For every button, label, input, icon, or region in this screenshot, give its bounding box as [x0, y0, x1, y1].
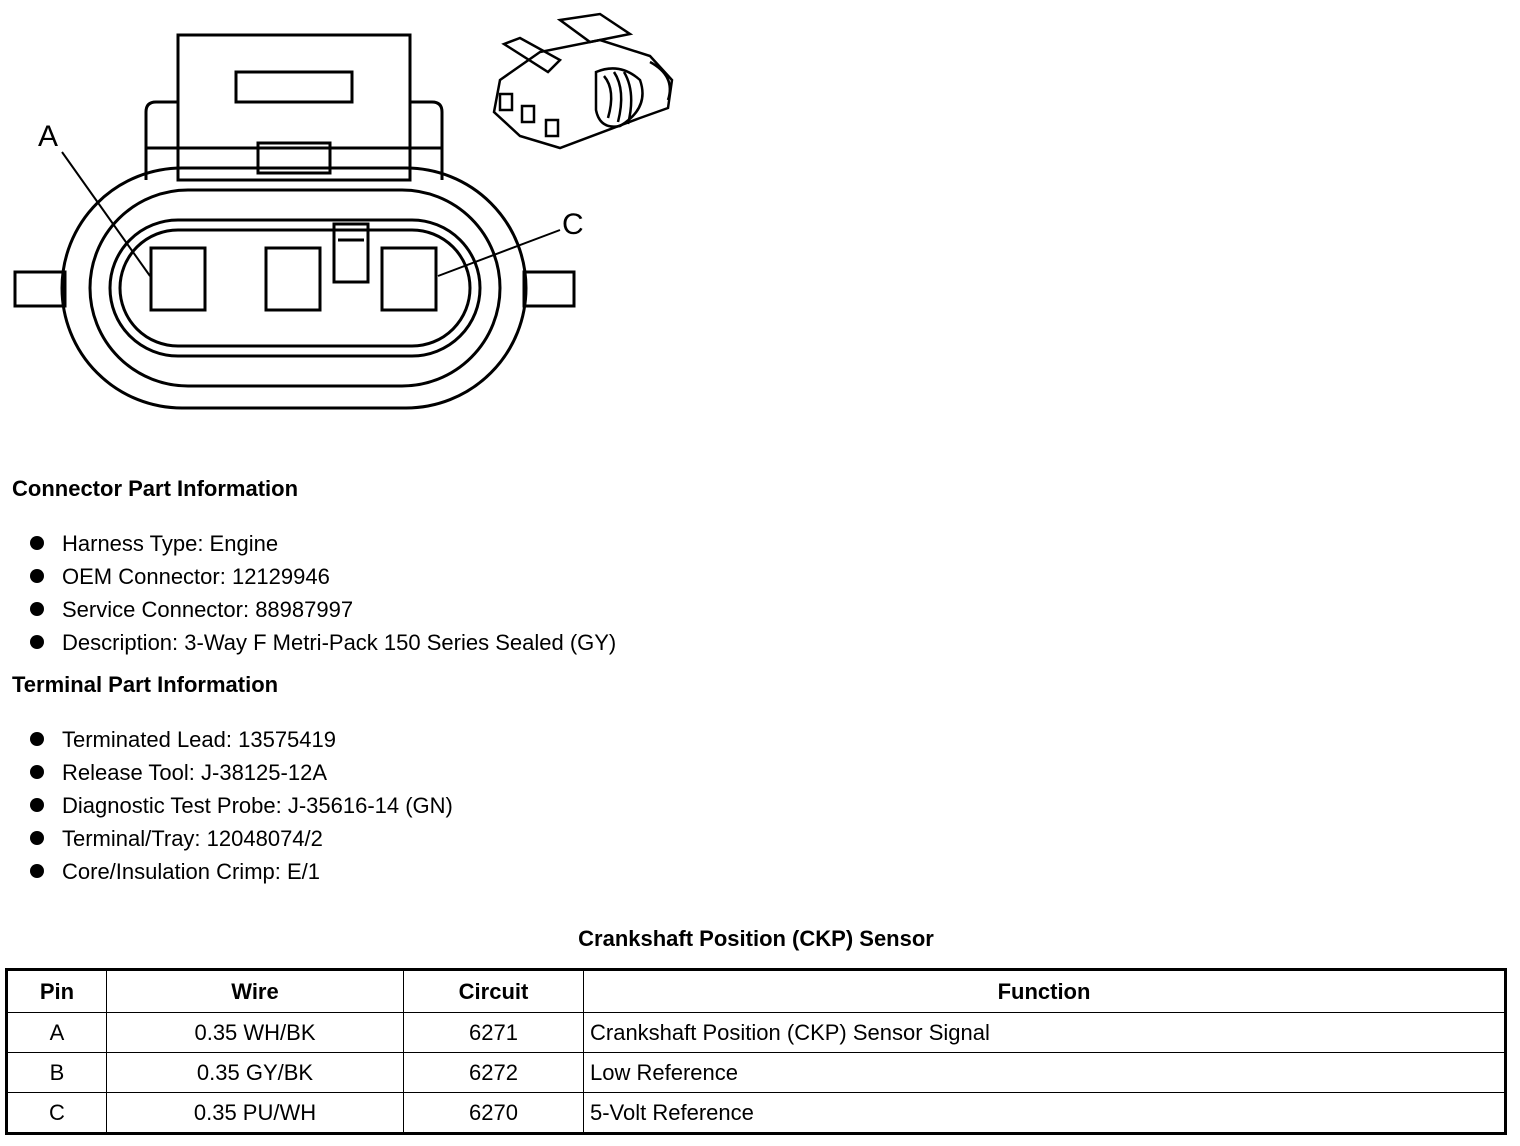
bullet-icon: [30, 536, 44, 550]
connector-isometric-icon: [492, 12, 674, 150]
table-header-row: Pin Wire Circuit Function: [6, 969, 1506, 1013]
list-item: Release Tool: J-38125-12A: [28, 756, 453, 789]
pin-cell: A: [6, 1012, 107, 1053]
connector-face-diagram: A C: [13, 12, 674, 410]
list-item: Terminated Lead: 13575419: [28, 723, 453, 756]
column-header-pin: Pin: [6, 969, 107, 1013]
connector-info-list: Harness Type: Engine OEM Connector: 1212…: [28, 527, 616, 659]
circuit-cell: 6272: [403, 1052, 584, 1093]
circuit-cell: 6270: [403, 1092, 584, 1134]
terminal-info-list: Terminated Lead: 13575419 Release Tool: …: [28, 723, 453, 888]
list-item: Terminal/Tray: 12048074/2: [28, 822, 453, 855]
list-item: Diagnostic Test Probe: J-35616-14 (GN): [28, 789, 453, 822]
function-cell: Low Reference: [583, 1052, 1506, 1093]
table-row: B 0.35 GY/BK 6272 Low Reference: [6, 1052, 1506, 1093]
cavity-b: [264, 246, 322, 312]
pin-c-label: C: [562, 208, 584, 241]
pinout-table: Pin Wire Circuit Function A 0.35 WH/BK 6…: [5, 968, 1507, 1135]
table-title: Crankshaft Position (CKP) Sensor: [578, 926, 934, 951]
bullet-icon: [30, 798, 44, 812]
function-cell: 5-Volt Reference: [583, 1092, 1506, 1134]
bullet-icon: [30, 732, 44, 746]
wire-cell: 0.35 PU/WH: [106, 1092, 404, 1134]
bullet-icon: [30, 569, 44, 583]
list-item: Service Connector: 88987997: [28, 593, 616, 626]
terminal-section-title: Terminal Part Information: [12, 672, 279, 697]
column-header-function: Function: [583, 969, 1506, 1013]
pin-cell: C: [6, 1092, 107, 1134]
cavity-c: [380, 246, 438, 312]
column-header-wire: Wire: [106, 969, 404, 1013]
pin-a-label: A: [38, 120, 58, 153]
bullet-icon: [30, 635, 44, 649]
bullet-icon: [30, 765, 44, 779]
wire-cell: 0.35 GY/BK: [106, 1052, 404, 1093]
connector-section-title: Connector Part Information: [12, 476, 299, 501]
circuit-cell: 6271: [403, 1012, 584, 1053]
list-item: OEM Connector: 12129946: [28, 560, 616, 593]
bullet-icon: [30, 831, 44, 845]
wire-cell: 0.35 WH/BK: [106, 1012, 404, 1053]
table-row: C 0.35 PU/WH 6270 5-Volt Reference: [6, 1092, 1506, 1134]
column-header-circuit: Circuit: [403, 969, 584, 1013]
list-item: Harness Type: Engine: [28, 527, 616, 560]
table-row: A 0.35 WH/BK 6271 Crankshaft Position (C…: [6, 1012, 1506, 1053]
pin-cell: B: [6, 1052, 107, 1093]
cavity-a: [149, 246, 207, 312]
list-item: Description: 3-Way F Metri-Pack 150 Seri…: [28, 626, 616, 659]
bullet-icon: [30, 864, 44, 878]
list-item: Core/Insulation Crimp: E/1: [28, 855, 453, 888]
bullet-icon: [30, 602, 44, 616]
function-cell: Crankshaft Position (CKP) Sensor Signal: [583, 1012, 1506, 1053]
